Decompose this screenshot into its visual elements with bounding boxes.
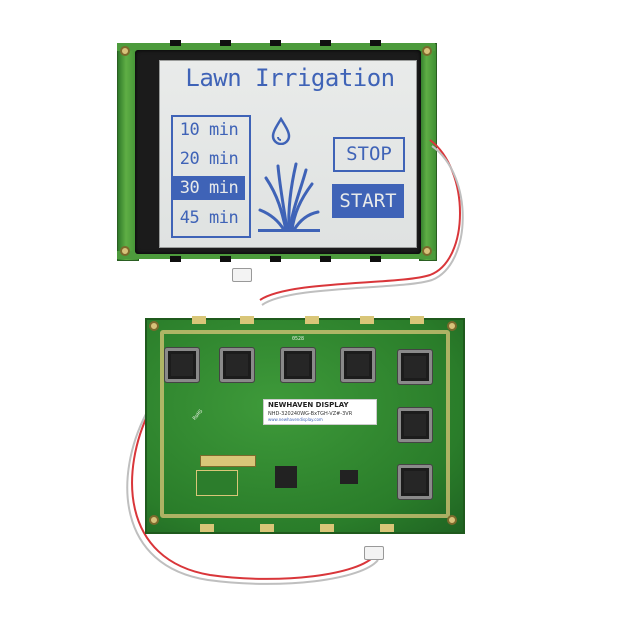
metal-tab bbox=[220, 40, 231, 46]
small-chip bbox=[340, 470, 358, 484]
metal-tab bbox=[192, 316, 206, 324]
lcd-pcb-top-edge bbox=[117, 43, 435, 51]
start-button[interactable]: START bbox=[332, 184, 404, 218]
cable-connector bbox=[232, 268, 252, 282]
part-number: NHD-320240WG-BxTGH-VZ#-3VR bbox=[268, 411, 353, 417]
duration-menu bbox=[171, 115, 251, 238]
metal-tab bbox=[170, 256, 181, 262]
mounting-hole bbox=[149, 515, 159, 525]
pad-array bbox=[196, 470, 238, 496]
mounting-hole bbox=[120, 46, 130, 56]
menu-item-45-min[interactable]: 45 min bbox=[179, 208, 239, 228]
date-code: 0528 bbox=[292, 336, 305, 342]
small-chip bbox=[275, 466, 297, 488]
grass-plant-icon bbox=[258, 162, 320, 232]
water-drop-icon bbox=[271, 117, 291, 145]
mounting-hole bbox=[149, 321, 159, 331]
metal-tab bbox=[220, 256, 231, 262]
ic-chip bbox=[398, 408, 432, 442]
metal-tab bbox=[260, 524, 274, 532]
mounting-hole bbox=[447, 515, 457, 525]
menu-item-20-min[interactable]: 20 min bbox=[179, 149, 239, 169]
metal-tab bbox=[370, 40, 381, 46]
fpc-connector bbox=[200, 455, 256, 467]
lcd-title: Lawn Irrigation bbox=[185, 64, 395, 92]
metal-tab bbox=[320, 256, 331, 262]
cable-connector bbox=[364, 546, 384, 560]
metal-tab bbox=[370, 256, 381, 262]
website: www.newhavendisplay.com bbox=[268, 417, 323, 422]
ic-chip bbox=[281, 348, 315, 382]
metal-tab bbox=[200, 524, 214, 532]
lcd-pcb-bottom-edge bbox=[117, 251, 435, 259]
metal-tab bbox=[380, 524, 394, 532]
ic-chip bbox=[165, 348, 199, 382]
metal-tab bbox=[410, 316, 424, 324]
metal-tab bbox=[305, 316, 319, 324]
metal-tab bbox=[320, 40, 331, 46]
metal-tab bbox=[360, 316, 374, 324]
metal-tab bbox=[270, 256, 281, 262]
mounting-hole bbox=[422, 46, 432, 56]
pcb-frame bbox=[160, 330, 450, 518]
ic-chip bbox=[398, 465, 432, 499]
metal-tab bbox=[170, 40, 181, 46]
metal-tab bbox=[270, 40, 281, 46]
menu-item-30-min[interactable]: 30 min bbox=[173, 176, 245, 200]
mounting-hole bbox=[447, 321, 457, 331]
ic-chip bbox=[341, 348, 375, 382]
metal-tab bbox=[240, 316, 254, 324]
brand-name: NEWHAVEN DISPLAY bbox=[268, 401, 349, 409]
mounting-hole bbox=[422, 246, 432, 256]
product-label: NEWHAVEN DISPLAY NHD-320240WG-BxTGH-VZ#-… bbox=[263, 399, 377, 425]
menu-item-10-min[interactable]: 10 min bbox=[179, 120, 239, 140]
metal-tab bbox=[320, 524, 334, 532]
mounting-hole bbox=[120, 246, 130, 256]
stop-button[interactable]: STOP bbox=[333, 137, 405, 172]
ic-chip bbox=[220, 348, 254, 382]
ic-chip bbox=[398, 350, 432, 384]
